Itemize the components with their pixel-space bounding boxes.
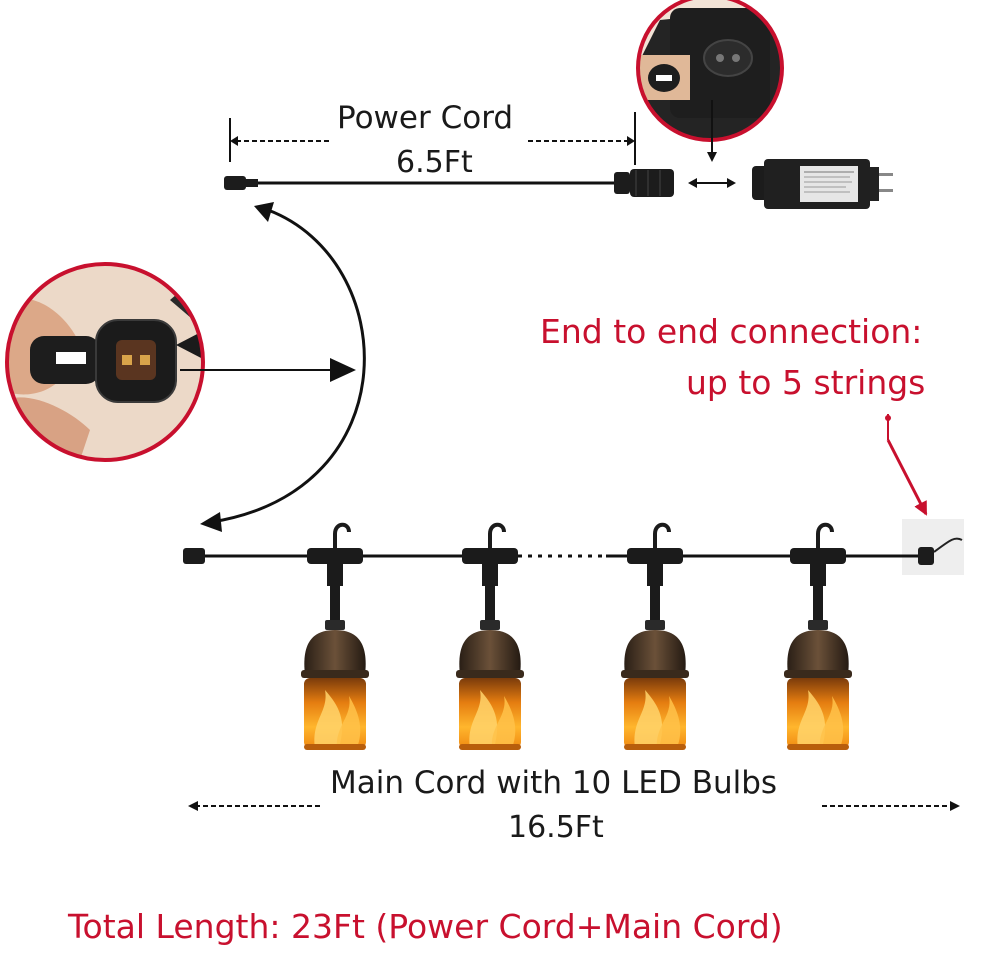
total-length-label: Total Length: 23Ft (Power Cord+Main Cord… — [68, 907, 783, 946]
end-connection-label: End to end connection: — [540, 312, 923, 351]
connect-arrow — [688, 178, 736, 188]
connector-closeup-callout — [5, 262, 356, 462]
flame-bulb-icon — [456, 522, 524, 750]
bulb-group — [301, 522, 852, 750]
power-cord — [224, 112, 674, 197]
power-cord-length: 6.5Ft — [396, 145, 473, 180]
power-cord-label: Power Cord — [337, 100, 514, 136]
main-cord — [183, 519, 964, 575]
curved-double-arrow-icon — [200, 202, 366, 532]
power-adapter-icon — [752, 159, 893, 209]
main-cord-label: Main Cord with 10 LED Bulbs — [330, 765, 778, 801]
adapter-connector-callout — [636, 0, 784, 162]
main-cord-dimension — [188, 801, 960, 811]
flame-bulb-icon — [301, 522, 369, 750]
end-connection-sublabel: up to 5 strings — [686, 363, 926, 402]
main-cord-length: 16.5Ft — [508, 810, 604, 845]
flame-bulb-icon — [784, 522, 852, 750]
end-connection-arrow — [885, 414, 928, 516]
flame-bulb-icon — [621, 522, 689, 750]
